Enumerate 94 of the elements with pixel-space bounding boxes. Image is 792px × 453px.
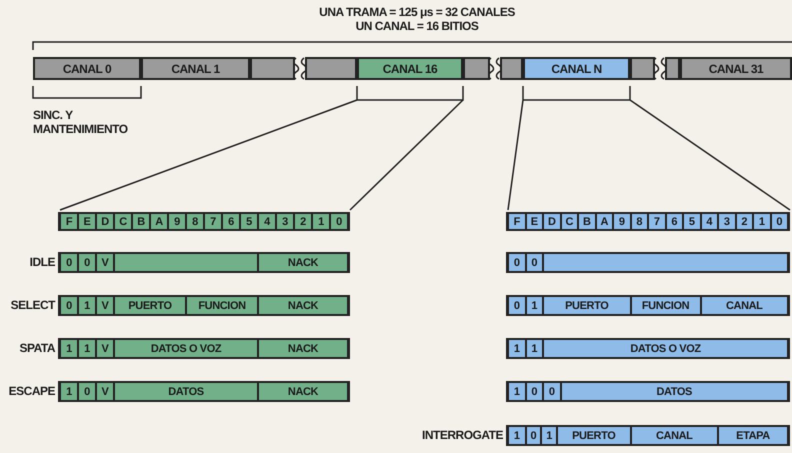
- bit-field: 1: [61, 383, 77, 400]
- row-label: SPATA: [20, 341, 55, 355]
- bit-field: NACK: [259, 340, 347, 357]
- bit-field: 0: [526, 427, 540, 444]
- bit-field: 0: [509, 254, 524, 271]
- bit-field: V: [97, 383, 113, 400]
- bit-field: CANAL: [702, 297, 787, 314]
- bit-field: 1: [509, 427, 524, 444]
- bit-field: 1: [61, 340, 77, 357]
- bit-field-row: [506, 252, 790, 273]
- bit-field: 1: [313, 214, 329, 229]
- bit-field: E: [526, 214, 542, 229]
- bit-field: DATOS: [115, 383, 257, 400]
- bit-field: B: [133, 214, 149, 229]
- bit-field: 6: [223, 214, 239, 229]
- bit-field: 0: [331, 214, 347, 229]
- channel-segment: CANAL N: [523, 57, 630, 80]
- bit-field: 0: [544, 383, 560, 400]
- bit-field: NACK: [259, 297, 347, 314]
- bit-field-row: [58, 212, 350, 231]
- bit-field: 0: [79, 254, 95, 271]
- bit-field: 2: [295, 214, 311, 229]
- bit-field: D: [97, 214, 113, 229]
- bit-field: 1: [509, 340, 524, 357]
- bit-field: V: [97, 297, 113, 314]
- bit-field: 1: [526, 340, 542, 357]
- bit-field: 1: [542, 427, 556, 444]
- bit-field: E: [79, 214, 95, 229]
- bit-field: 0: [61, 297, 77, 314]
- row-label: INTERROGATE: [422, 428, 503, 442]
- bit-field: 6: [666, 214, 682, 229]
- bit-field: C: [562, 214, 577, 229]
- bit-field-row: [506, 381, 790, 402]
- bit-field: 7: [649, 214, 664, 229]
- bit-field: NACK: [259, 254, 347, 271]
- bit-field: 4: [702, 214, 717, 229]
- channel-segment: CANAL 31: [680, 57, 792, 80]
- channel-segment: CANAL 0: [33, 57, 141, 80]
- bit-field: 1: [754, 214, 770, 229]
- bit-field: 1: [79, 340, 95, 357]
- bit-field: 5: [684, 214, 700, 229]
- bit-field: 9: [614, 214, 630, 229]
- bit-field: ETAPA: [719, 427, 787, 444]
- bit-field: B: [579, 214, 594, 229]
- bit-field-row: [506, 295, 790, 316]
- bit-field: A: [596, 214, 612, 229]
- bit-field: 0: [61, 254, 77, 271]
- bit-field: A: [151, 214, 167, 229]
- bit-field: 1: [526, 297, 542, 314]
- bit-field: [544, 254, 787, 271]
- bracket-label: SINC. Y MANTENIMIENTO: [33, 108, 129, 136]
- bit-field: 0: [526, 383, 542, 400]
- bit-field: 0: [526, 254, 542, 271]
- row-label: IDLE: [30, 255, 55, 269]
- bit-field: DATOS: [562, 383, 787, 400]
- bit-field: 1: [79, 297, 95, 314]
- bit-field: DATOS O VOZ: [544, 340, 787, 357]
- bit-field: F: [61, 214, 77, 229]
- bit-field: 4: [259, 214, 275, 229]
- bit-field: 7: [205, 214, 221, 229]
- bit-field: PUERTO: [558, 427, 630, 444]
- bit-field: CANAL: [632, 427, 717, 444]
- channel-segment: CANAL 1: [141, 57, 250, 80]
- bit-field: 0: [79, 383, 95, 400]
- bit-field: 2: [736, 214, 752, 229]
- bit-field-row: [506, 212, 790, 231]
- bit-field-row: [506, 338, 790, 359]
- bit-field: 8: [632, 214, 647, 229]
- bit-field: FUNCION: [632, 297, 700, 314]
- bit-field: PUERTO: [544, 297, 630, 314]
- row-label: ESCAPE: [8, 384, 55, 398]
- bit-field: [115, 254, 257, 271]
- bit-field: 8: [187, 214, 203, 229]
- bit-field: D: [544, 214, 560, 229]
- heading-text: UN CANAL = 16 BITIOS: [354, 19, 480, 33]
- bit-field: V: [97, 254, 113, 271]
- bit-field: FUNCION: [187, 297, 257, 314]
- row-label: SELECT: [10, 298, 55, 312]
- bit-field: F: [509, 214, 524, 229]
- bit-field: PUERTO: [115, 297, 185, 314]
- channel-segment: [665, 57, 680, 80]
- bit-field: 3: [277, 214, 293, 229]
- bit-field: 3: [719, 214, 734, 229]
- bit-field: NACK: [259, 383, 347, 400]
- channel-segment: CANAL 16: [357, 57, 463, 80]
- bit-field: C: [115, 214, 131, 229]
- heading-text: UNA TRAMA = 125 μs = 32 CANALES: [318, 5, 516, 19]
- bit-field: 0: [509, 297, 524, 314]
- bit-field: DATOS O VOZ: [115, 340, 257, 357]
- bit-field: V: [97, 340, 113, 357]
- bit-field: 0: [772, 214, 787, 229]
- bit-field: 5: [241, 214, 257, 229]
- bit-field: 9: [169, 214, 185, 229]
- bit-field: 1: [509, 383, 524, 400]
